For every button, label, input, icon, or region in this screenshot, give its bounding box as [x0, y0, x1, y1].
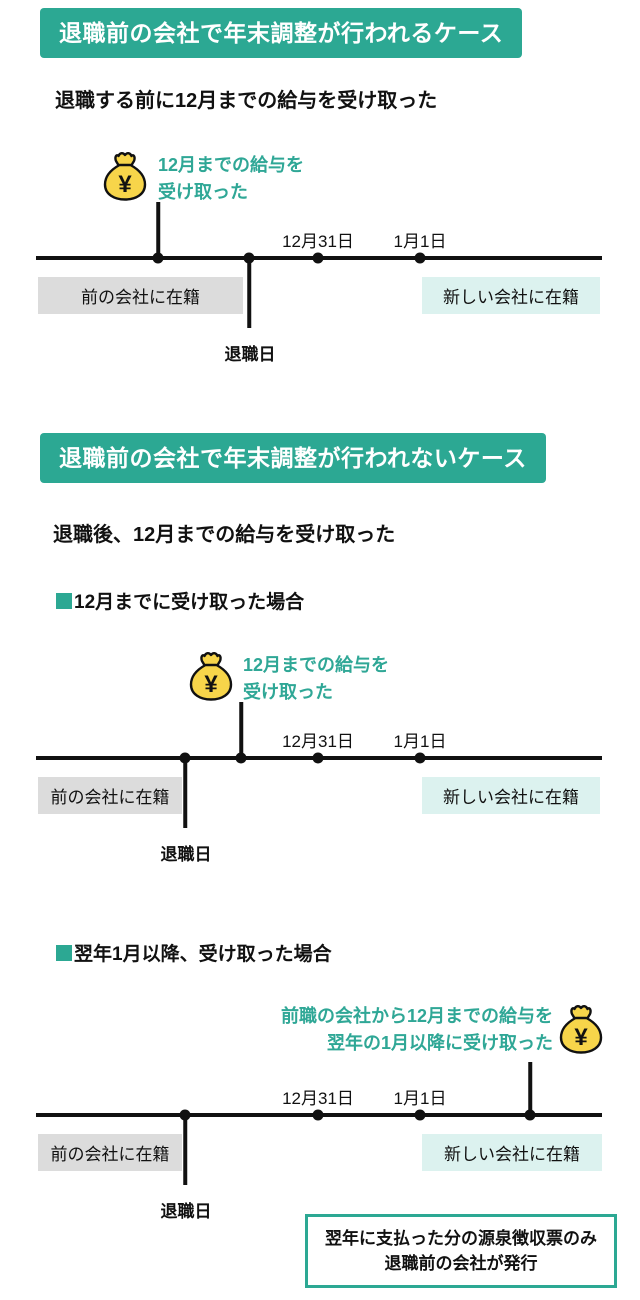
case-a-banner: 退職前の会社で年末調整が行われるケース [40, 8, 523, 58]
timeline-dot-salary [235, 752, 247, 763]
yen-symbol: ¥ [574, 1024, 588, 1051]
annotation-line: 12月までの給与を [243, 655, 390, 675]
case-b2-annotation: 前職の会社から12月までの給与を 翌年の1月以降に受け取った [281, 1003, 553, 1057]
new-company-box: 新しい会社に在籍 [422, 277, 600, 314]
date-label-dec31: 12月31日 [282, 1089, 354, 1108]
case-b-banner: 退職前の会社で年末調整が行われないケース [40, 433, 546, 483]
timeline-dot-dec31 [312, 1109, 324, 1120]
timeline-dot-jan1 [414, 252, 426, 263]
withholding-slip-note-box: 翌年に支払った分の源泉徴収票のみ 退職前の会社が発行 [305, 1214, 617, 1288]
timeline-dot-salary [524, 1109, 536, 1120]
sub-case2-heading-text: 翌年1月以降、受け取った場合 [74, 944, 332, 965]
retirement-date-marker-line [247, 259, 251, 328]
date-label-jan1: 1月1日 [393, 232, 447, 251]
timeline-dot-retirement [243, 252, 255, 263]
case-b-subtitle: 退職後、12月までの給与を受け取った [53, 524, 396, 546]
case-a-annotation: 12月までの給与を 受け取った [158, 152, 304, 206]
date-label-jan1: 1月1日 [393, 1089, 447, 1108]
sub-case1-heading-text: 12月までに受け取った場合 [74, 592, 305, 613]
case-a-subtitle: 退職する前に12月までの給与を受け取った [55, 90, 438, 112]
date-label-dec31: 12月31日 [282, 232, 354, 251]
yen-money-bag-icon: ¥ [189, 652, 233, 701]
salary-marker-line [528, 1062, 532, 1116]
date-label-dec31: 12月31日 [282, 732, 354, 751]
teal-square-bullet-icon [56, 592, 72, 609]
prev-company-box: 前の会社に在籍 [38, 277, 243, 314]
annotation-line: 受け取った [158, 182, 248, 202]
annotation-line: 翌年の1月以降に受け取った [326, 1033, 553, 1053]
sub-case1-heading: 12月までに受け取った場合 [56, 587, 304, 614]
annotation-line: 12月までの給与を [158, 155, 305, 175]
retirement-day-label: 退職日 [160, 1202, 212, 1221]
case-b1-annotation: 12月までの給与を 受け取った [243, 652, 389, 706]
prev-company-box: 前の会社に在籍 [38, 1134, 182, 1171]
retirement-date-marker-line [183, 759, 187, 828]
timeline-dot-jan1 [414, 752, 426, 763]
sub-case2-heading: 翌年1月以降、受け取った場合 [56, 939, 332, 966]
date-label-jan1: 1月1日 [393, 732, 447, 751]
timeline-dot-salary [152, 252, 164, 263]
note-line: 翌年に支払った分の源泉徴収票のみ [325, 1229, 597, 1248]
timeline-dot-dec31 [312, 752, 324, 763]
yen-symbol: ¥ [118, 171, 132, 198]
yen-money-bag-icon: ¥ [559, 1005, 603, 1054]
new-company-box: 新しい会社に在籍 [422, 777, 600, 814]
annotation-line: 受け取った [243, 682, 333, 702]
salary-marker-line [239, 702, 243, 758]
prev-company-box: 前の会社に在籍 [38, 777, 182, 814]
retirement-day-label: 退職日 [224, 345, 276, 364]
timeline-dot-dec31 [312, 252, 324, 263]
yen-money-bag-icon: ¥ [103, 152, 147, 201]
timeline-dot-retirement [179, 1109, 191, 1120]
yen-symbol: ¥ [204, 671, 218, 698]
teal-square-bullet-icon [56, 944, 72, 961]
note-line: 退職前の会社が発行 [384, 1254, 538, 1273]
retirement-date-marker-line [183, 1116, 187, 1185]
timeline-dot-retirement [179, 752, 191, 763]
annotation-line: 前職の会社から12月までの給与を [280, 1006, 553, 1026]
timeline-dot-jan1 [414, 1109, 426, 1120]
salary-marker-line [156, 202, 160, 258]
new-company-box: 新しい会社に在籍 [422, 1134, 602, 1171]
retirement-day-label: 退職日 [160, 845, 212, 864]
